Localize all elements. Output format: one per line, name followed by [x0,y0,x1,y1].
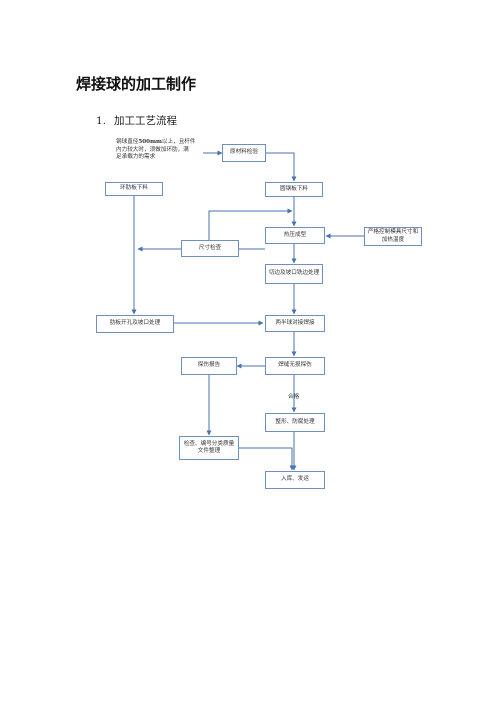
page-title: 焊接球的加工制作 [76,75,197,93]
arrow-inspection-to-storage [239,447,295,471]
storage-shipping-box: 入库、发运 [265,471,325,489]
qualified-label: 合格 [288,394,300,400]
flaw-report-box: 探伤报告 [181,357,237,375]
hemisphere-welding-box: 两半球对接焊接 [265,315,325,332]
section-heading: 1. 加工工艺流程 [96,113,177,128]
raw-material-check-box: 原材料检验 [222,144,266,162]
section-number: 1. [96,115,107,127]
edge-cutting-box: 切边及坡口铣边处理 [265,264,323,284]
weld-ndt-box: 焊缝无损探伤 [265,357,325,375]
section-title: 加工工艺流程 [114,115,178,127]
shaping-anticorrosion-box: 整形、防腐处理 [265,413,325,432]
arrow-check-feedback [208,208,293,240]
mold-control-box: 严格控制模具尺寸和加热温度 [364,227,422,246]
inspection-numbering-box: 检查、编号分类质量文件整理 [179,436,239,460]
note-text: 钢球直径500mm以上，且杆件 内力较大时，须做加环肋，满 足承载力的需求 [116,139,196,161]
arrow-raw-to-circle [266,152,297,182]
circle-plate-cutting-box: 圆钢板下料 [265,182,323,197]
rib-plate-cutting-box: 环肋板下料 [105,182,163,196]
hot-press-box: 热压成型 [265,227,325,244]
rib-opening-box: 肋板开孔及坡口处理 [96,315,174,333]
dimension-check-box: 尺寸检查 [181,240,239,257]
